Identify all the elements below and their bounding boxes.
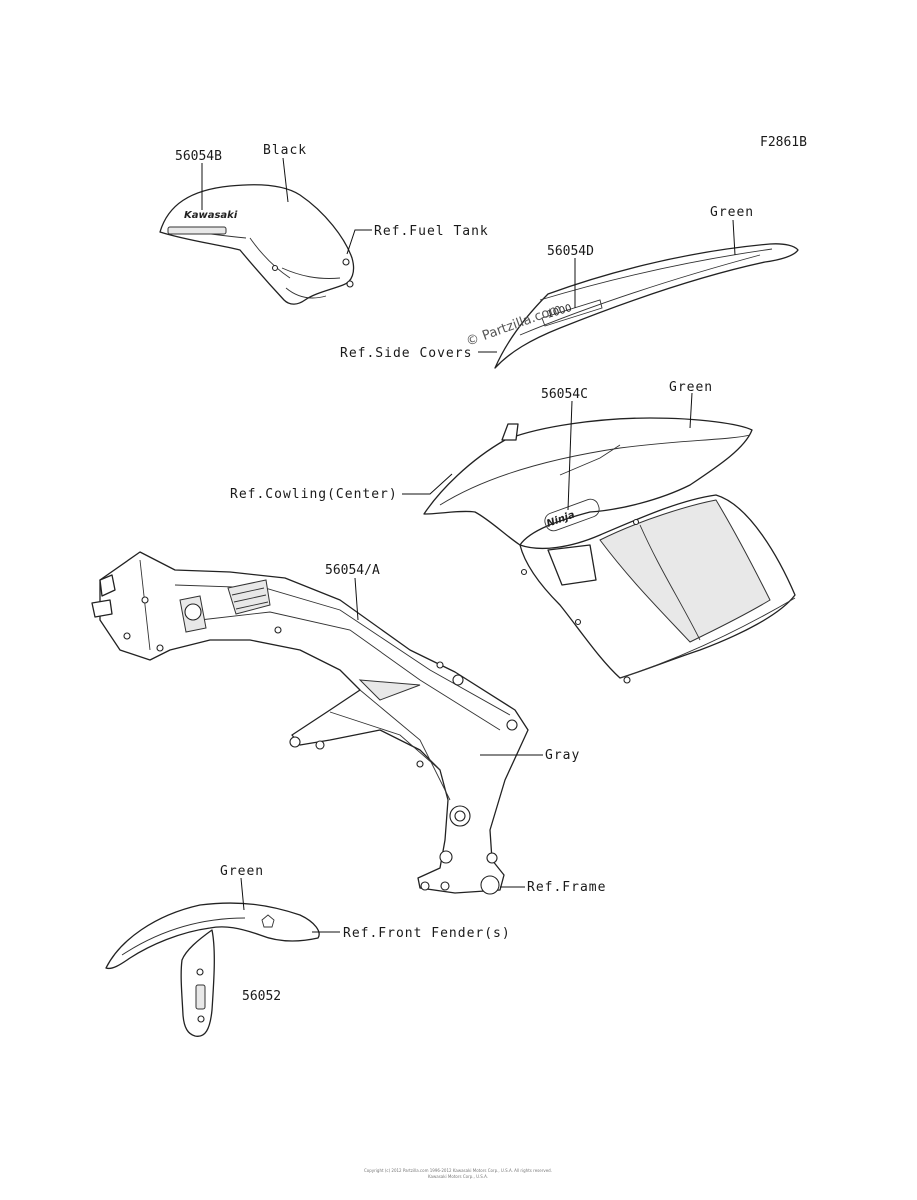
- frame-ref-label: Ref.Frame: [527, 880, 606, 895]
- fender-part-number[interactable]: 56052: [242, 989, 281, 1004]
- frame-part-number[interactable]: 56054/A: [325, 563, 380, 578]
- footer-line-1: Copyright (c) 2012 Partzilla.com 1996-20…: [364, 1168, 552, 1173]
- tank-ref-label: Ref.Fuel Tank: [374, 224, 489, 239]
- tank-part-number[interactable]: 56054B: [175, 149, 222, 164]
- cowl-ref-label: Ref.Cowling(Center): [230, 487, 398, 502]
- front-fender-drawing: [105, 902, 320, 1037]
- diagram-id: F2861B: [760, 135, 807, 150]
- fuel-tank-drawing: Kawasaki: [159, 184, 355, 305]
- side-part-number[interactable]: 56054D: [547, 244, 594, 259]
- frame-color-label: Gray: [545, 748, 580, 763]
- side-cover-drawing: 1000: [494, 243, 799, 369]
- tank-decal-text: Kawasaki: [184, 210, 238, 221]
- frame-drawing: [91, 551, 529, 895]
- cowling-drawing: Ninja: [423, 417, 796, 684]
- cowl-part-number[interactable]: 56054C: [541, 387, 588, 402]
- cowl-color-label: Green: [669, 380, 713, 395]
- leader-lines: [201, 157, 736, 933]
- fender-color-label: Green: [220, 864, 264, 879]
- side-ref-label: Ref.Side Covers: [340, 346, 472, 361]
- tank-color-label: Black: [263, 143, 307, 158]
- fender-ref-label: Ref.Front Fender(s): [343, 926, 511, 941]
- footer-line-2: Kawasaki Motors Corp., U.S.A.: [428, 1174, 488, 1179]
- side-color-label: Green: [710, 205, 754, 220]
